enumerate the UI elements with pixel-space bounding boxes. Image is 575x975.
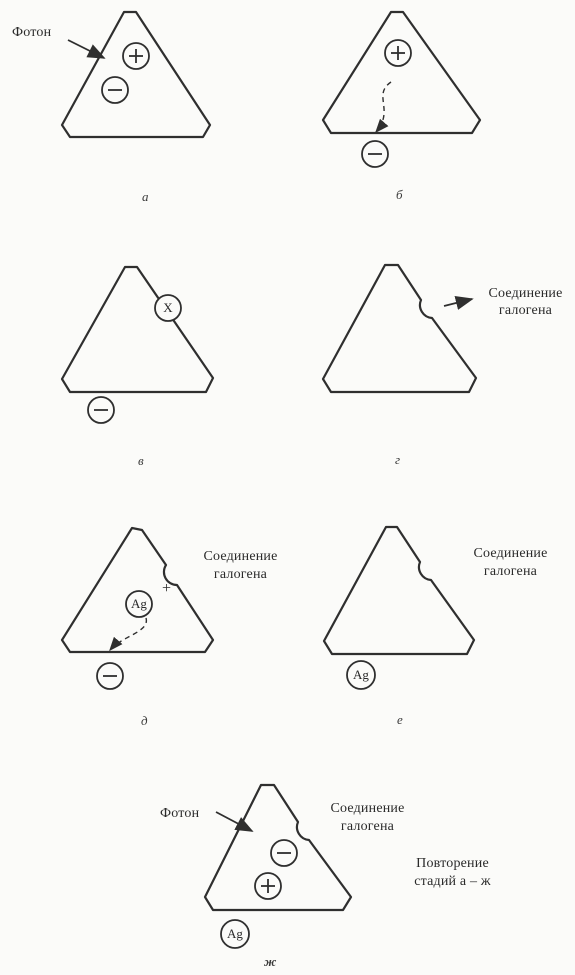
halogen-label-g-line1: Соединение — [473, 285, 575, 302]
halogen-label-zh-line1: Соединение — [315, 800, 420, 817]
panel-b — [323, 12, 480, 167]
caption-e: е — [397, 712, 403, 728]
silver-label-zh: Ag — [219, 926, 251, 942]
caption-b: б — [396, 187, 403, 203]
caption-a: а — [142, 189, 149, 205]
caption-v: в — [138, 453, 144, 469]
panel-e — [324, 527, 474, 689]
halogen-label-d-line1: Соединение — [188, 548, 293, 565]
caption-d: д — [141, 713, 148, 729]
silver-label-e: Ag — [345, 667, 377, 683]
repeat-label-line1: Повторение — [395, 855, 510, 872]
x-particle-label: X — [152, 300, 184, 316]
repeat-label-line2: стадий а – ж — [395, 873, 510, 890]
plus-label-d: + — [162, 580, 171, 598]
halogen-label-e-line1: Соединение — [458, 545, 563, 562]
silver-label-d: Ag — [123, 596, 155, 612]
halogen-label-g-line2: галогена — [473, 302, 575, 319]
halogen-label-e-line2: галогена — [458, 563, 563, 580]
panel-v — [62, 267, 213, 423]
caption-zh: ж — [264, 954, 276, 970]
halogen-label-zh-line2: галогена — [315, 818, 420, 835]
halogen-label-d-line2: галогена — [188, 566, 293, 583]
caption-g: г — [395, 452, 400, 468]
photon-label-a: Фотон — [12, 24, 51, 41]
photon-label-zh: Фотон — [160, 805, 199, 822]
panel-a — [62, 12, 210, 137]
panel-g — [323, 265, 476, 392]
